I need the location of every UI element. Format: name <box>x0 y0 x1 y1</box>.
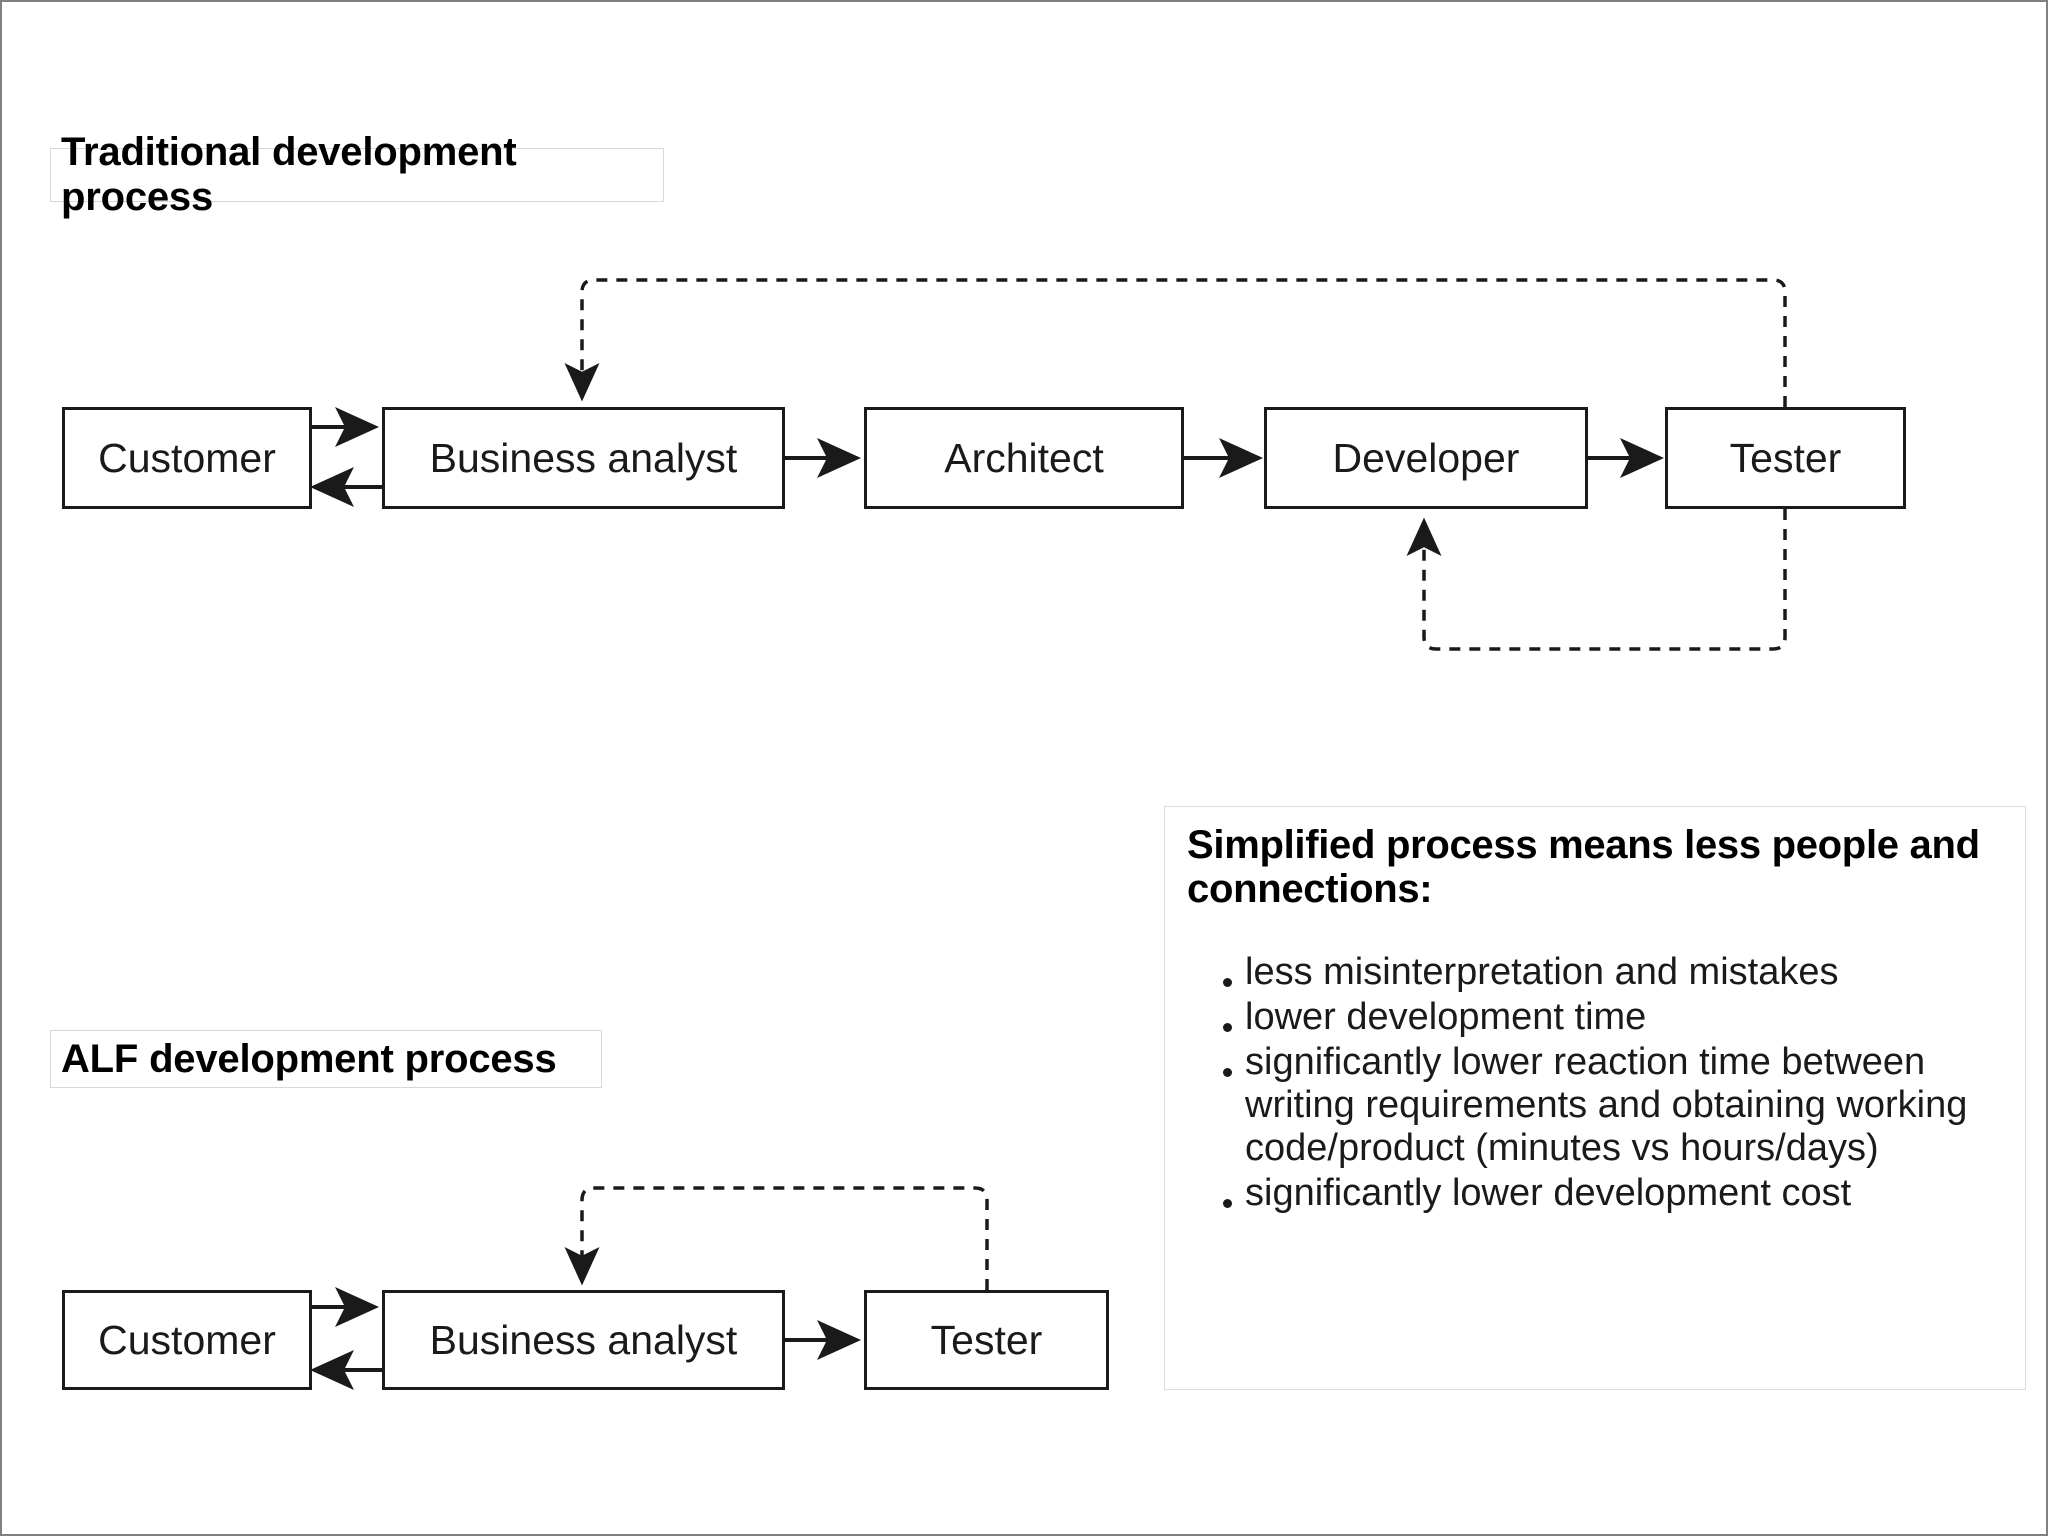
bullet-dot-icon <box>1223 1199 1232 1209</box>
bullet-dot-icon <box>1223 1068 1232 1078</box>
benefits-list-item-text: less misinterpretation and mistakes <box>1245 951 1839 993</box>
feedback-tester-alf-to-business-analyst-alf <box>564 1186 989 1290</box>
node-tester[interactable]: Tester <box>1665 407 1906 509</box>
node-tester-alf[interactable]: Tester <box>864 1290 1109 1390</box>
benefits-list-item-text: significantly lower development cost <box>1245 1171 1852 1214</box>
traditional-process-title: Traditional development process <box>50 130 664 219</box>
bullet-dot-icon <box>1223 978 1232 988</box>
node-customer[interactable]: Customer <box>62 407 312 509</box>
benefits-list-item-text: significantly lower reaction time betwee… <box>1245 1040 1968 1169</box>
node-business-analyst[interactable]: Business analyst <box>382 407 785 509</box>
benefits-list-item: less misinterpretation and mistakes <box>1187 951 2007 994</box>
benefits-list-item: significantly lower reaction time betwee… <box>1187 1041 2007 1170</box>
feedback-tester-to-business-analyst <box>564 278 1787 407</box>
node-customer-alf[interactable]: Customer <box>62 1290 312 1390</box>
feedback-tester-to-developer <box>1406 509 1787 651</box>
node-architect[interactable]: Architect <box>864 407 1184 509</box>
alf-process-title: ALF development process <box>50 1030 602 1088</box>
benefits-list-item: lower development time <box>1187 996 2007 1039</box>
benefits-panel: Simplified process means less people and… <box>1164 806 2026 1390</box>
benefits-list-item: significantly lower development cost <box>1187 1172 2007 1215</box>
node-business-analyst-alf[interactable]: Business analyst <box>382 1290 785 1390</box>
benefits-list-item-text: lower development time <box>1245 995 1647 1038</box>
node-developer[interactable]: Developer <box>1264 407 1588 509</box>
benefits-panel-heading: Simplified process means less people and… <box>1187 823 1980 911</box>
benefits-list: less misinterpretation and mistakes lowe… <box>1187 951 2007 1215</box>
bullet-dot-icon <box>1223 1023 1232 1033</box>
